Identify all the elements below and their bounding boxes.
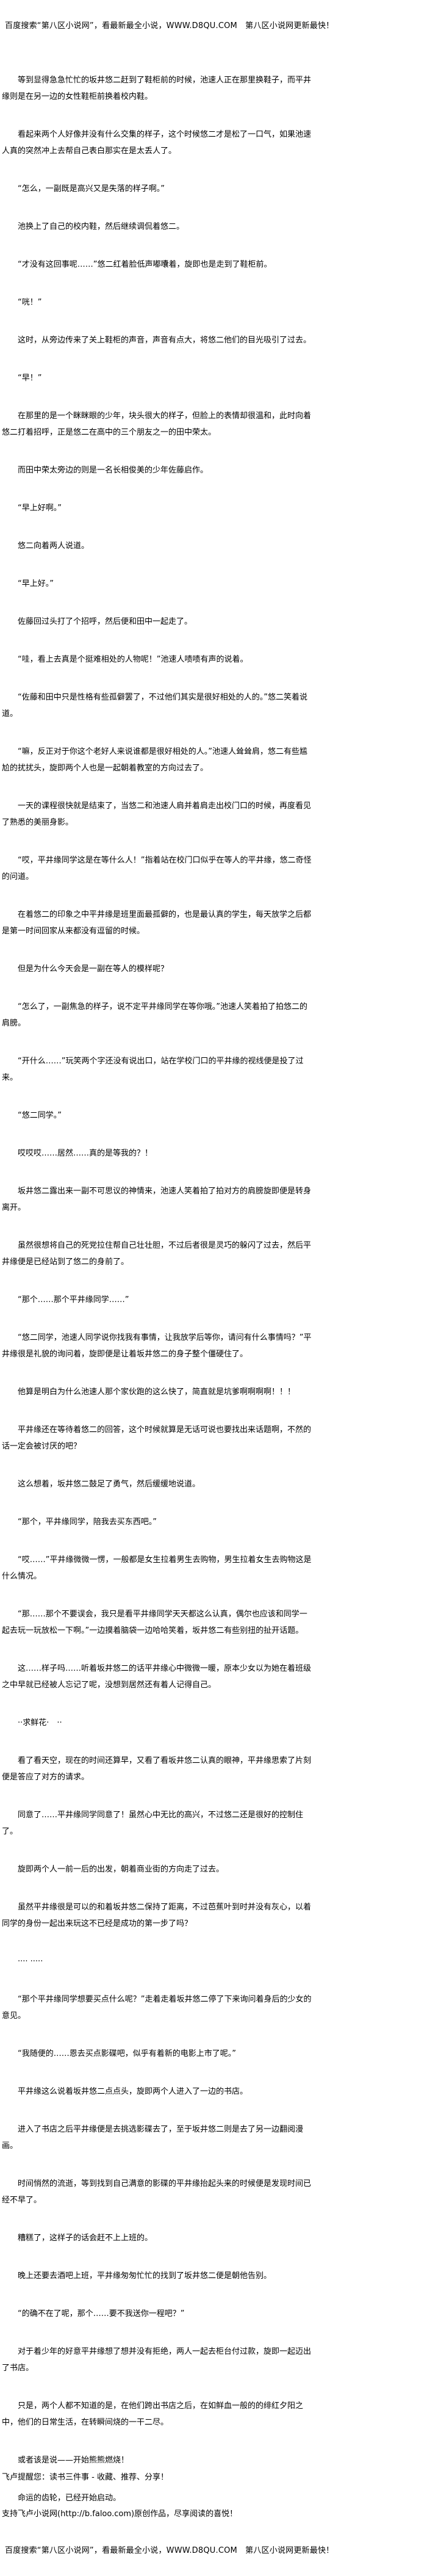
paragraph: “怎么，一副既是高兴又是失落的样子啊。” (18, 184, 165, 194)
paragraph: 悠二向着两人说道。 (18, 541, 90, 551)
paragraph: “哇，看上去真是个挺难相处的人物呢！”池速人啧啧有声的说着。 (18, 655, 248, 664)
paragraph: 哎哎哎……居然……真的是等我的？！ (18, 1149, 153, 1158)
site-banner-bottom: 百度搜索“第八区小说网”，看最新最全小说，WWW.D8QU.COM 第八区小说网… (5, 2546, 334, 2555)
paragraph: 看起来两个人好像并没有什么交集的样子，这个时候悠二才是松了一口气，如果池速人真的… (2, 130, 312, 156)
paragraph: 对于着少年的好意平井缘想了想并没有拒绝，两人一起去柜台付过款，旋即一起迈出了书店… (2, 2347, 312, 2373)
paragraph: 佐藤回过头打了个招呼，然后便和田中一起走了。 (18, 617, 193, 626)
support-notice: 支持飞卢小说网(http://b.faloo.com)原创作品，尽享阅读的喜悦！ (2, 2509, 238, 2519)
paragraph: 池换上了自己的校内鞋，然后继续调侃着悠二。 (18, 222, 185, 231)
paragraph: “早上好。” (18, 579, 54, 588)
paragraph: 进入了书店之后平井缘便是去挑选影碟去了，至于坂井悠二则是去了另一边翻阅漫画。 (2, 2125, 304, 2151)
paragraph: “嘛，反正对于你这个老好人来说谁都是很好相处的人。”池速人耸耸肩，悠二有些尴尬的… (2, 747, 307, 773)
paragraph: ··求鲜花· ·· (18, 1718, 62, 1728)
paragraph: 一天的课程很快就是结束了，当悠二和池速人肩并着肩走出校门口的时候，再度看见了熟悉… (2, 801, 312, 827)
paragraph: “怎么了，一副焦急的样子，说不定平井缘同学在等你哦。”池速人笑着拍了拍悠二的肩膀… (2, 1002, 307, 1028)
paragraph: 等到显得急急忙忙的坂井悠二赶到了鞋柜前的时候，池速人正在那里换鞋子，而平井缘则是… (2, 76, 312, 101)
paragraph: 看了看天空，现在的时间还算早，又看了看坂井悠二认真的眼神，平井缘思索了片刻便是答… (2, 1756, 312, 1782)
paragraph: 这……样子吗……听着坂井悠二的话平井缘心中微微一暖，原本少女以为她在着班级之中早… (2, 1664, 312, 1690)
paragraph: 虽然平井缘很是可以的和着坂井悠二保持了距离，不过芭蕉叶到时并没有灰心，以着同学的… (2, 1903, 312, 1928)
paragraph: 而田中荣太旁边的则是一名长相俊美的少年佐藤启作。 (18, 466, 209, 475)
paragraph: “才没有这回事呢……”悠二红着脸低声嘟囔着，旋即也是走到了鞋柜前。 (18, 260, 272, 269)
paragraph: 同意了……平井缘同学同意了！虽然心中无比的高兴，不过悠二还是很好的控制住了。 (2, 1811, 304, 1836)
paragraph: 在那里的是一个眯眯眼的少年，块头很大的样子，但脸上的表情却很温和，此时向着悠二打… (2, 411, 312, 437)
paragraph: 平井缘这么说着坂井悠二点点头，旋即两个人进入了一边的书店。 (18, 2087, 248, 2096)
paragraph: “那个，平井缘同学，陪我去买东西吧。” (18, 1518, 157, 1527)
paragraph: 这么想着，坂井悠二鼓足了勇气，然后缓缓地说道。 (18, 1480, 201, 1489)
paragraph: “哎，平井缘同学这是在等什么人！”指着站在校门口似乎在等人的平井缘，悠二奇怪的问… (2, 856, 312, 881)
paragraph: 时间悄然的流逝，等到找到自己满意的影碟的平井缘抬起头来的时候便是发现时间已经不早… (2, 2179, 312, 2205)
paragraph: “那……那个不要误会，我只是看平井缘同学天天都这么认真，偶尔也应该和同学一起去玩… (2, 1610, 307, 1635)
paragraph: 虽然很想将自己的死党拉住帮自己壮壮胆，不过后者很是灵巧的躲闪了过去，然后平井缘便… (2, 1241, 312, 1267)
paragraph: 在着悠二的印象之中平井缘是班里面最孤僻的，也是最认真的学生，每天放学之后都是第一… (2, 910, 312, 936)
paragraph: “那个……那个平井缘同学……” (18, 1295, 129, 1304)
paragraph: “咣！” (18, 298, 42, 307)
paragraph: ···· ····· (18, 1957, 43, 1966)
paragraph: 坂井悠二露出来一副不可思议的神情来，池速人笑着拍了拍对方的肩膀旋即便是转身离开。 (2, 1187, 312, 1212)
site-banner-top: 百度搜索“第八区小说网”，看最新最全小说，WWW.D8QU.COM 第八区小说网… (5, 21, 334, 31)
paragraph: “悠二同学。” (18, 1111, 62, 1120)
paragraph: 或者该是说——开始熊熊燃烧！ (18, 2456, 129, 2465)
reading-reminder: 飞卢提醒您：读书三件事 - 收藏、推荐、分享！ (2, 2473, 168, 2482)
paragraph: “早！” (18, 374, 42, 383)
paragraph: 平井缘还在等待着悠二的回答，这个时候就算是无话可说也要找出来话题啊，不然的话一定… (2, 1425, 312, 1451)
paragraph: “的确不在了呢，那个……要不我送你一程吧？” (18, 2309, 185, 2318)
paragraph: 只是，两个人都不知道的是，在他们跨出书店之后，在如鲜血一般的的绯红夕阳之中，他们… (2, 2401, 304, 2427)
paragraph: “早上好啊。” (18, 504, 62, 513)
paragraph: 旋即两个人一前一后的出发，朝着商业街的方向走了过去。 (18, 1865, 224, 1874)
chapter-content: 等到显得急急忙忙的坂井悠二赶到了鞋柜前的时候，池速人正在那里换鞋子，而平井缘则是… (2, 72, 313, 2528)
paragraph: “哎……”平井缘微微一愣，一般都是女生拉着男生去购物，男生拉着女生去购物这是什么… (2, 1555, 312, 1581)
paragraph: “开什么……”玩笑两个字还没有说出口，站在学校门口的平井缘的视线便是投了过来。 (2, 1057, 304, 1082)
paragraph: 晚上还要去酒吧上班，平井缘匆匆忙忙的找到了坂井悠二便是朝他告别。 (18, 2271, 272, 2281)
paragraph: “佐藤和田中只是性格有些孤僻罢了，不过他们其实是很好相处的人的。”悠二笑着说道。 (2, 693, 307, 718)
paragraph: 这时，从旁边传来了关上鞋柜的声音，声音有点大，将悠二他们的目光吸引了过去。 (18, 336, 312, 345)
page-footer: 飞卢提醒您：读书三件事 - 收藏、推荐、分享！ 支持飞卢小说网(http://b… (2, 2472, 368, 2545)
paragraph: 他算是明白为什么池速人那个家伙跑的这么快了，简直就是坑爹啊啊啊啊！！！ (18, 1387, 296, 1397)
paragraph: 糟糕了，这样子的话会赶不上上班的。 (18, 2234, 153, 2243)
paragraph: “那个平井缘同学想要买点什么呢？”走着走着坂井悠二停了下来询问着身后的少女的意见… (2, 1995, 312, 2021)
paragraph: 但是为什么今天会是一副在等人的模样呢？ (18, 964, 169, 974)
paragraph: “悠二同学，池速人同学说你找我有事情，让我放学后等你，请问有什么事情吗？”平井缘… (2, 1333, 312, 1359)
paragraph: 命运的齿轮，已经开始启动。 (18, 2494, 121, 2503)
paragraph: “我随便的……恩去买点影碟吧，似乎有着新的电影上市了呢。” (18, 2049, 236, 2058)
